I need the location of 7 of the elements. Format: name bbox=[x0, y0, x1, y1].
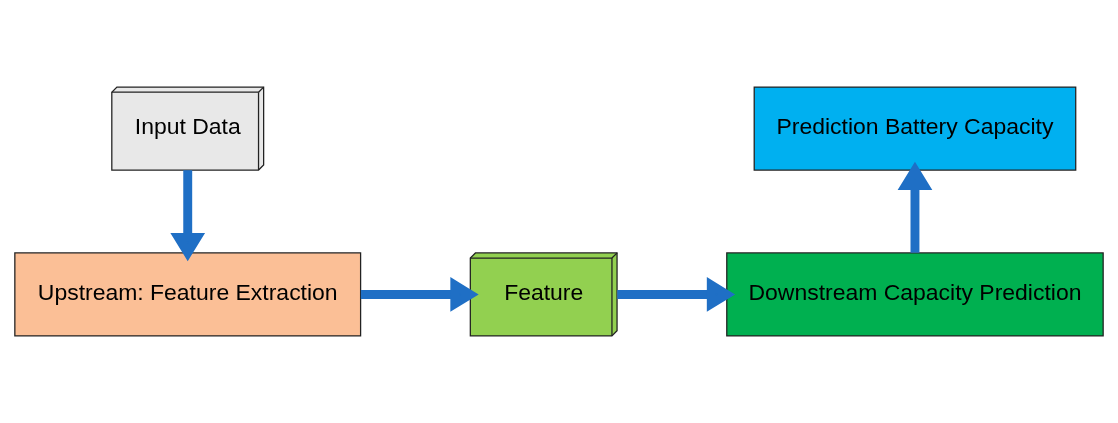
node-box: Prediction Battery Capacity bbox=[753, 86, 1077, 171]
node-box: Downstream Capacity Prediction bbox=[726, 252, 1104, 337]
arrow bbox=[897, 161, 933, 253]
node-box: Upstream: Feature Extraction bbox=[14, 252, 362, 337]
arrow bbox=[617, 277, 736, 312]
arrow bbox=[360, 277, 479, 312]
arrow bbox=[170, 170, 206, 262]
